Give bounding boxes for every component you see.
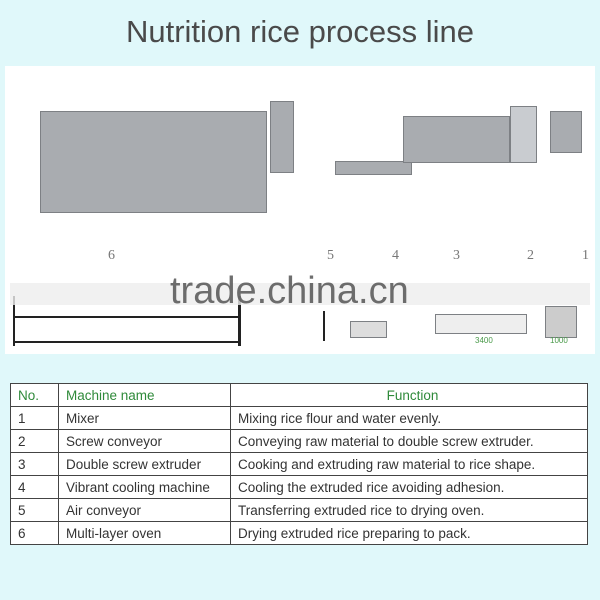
diagram-number: 2: [527, 248, 534, 263]
diagram-line: [13, 296, 15, 346]
header-no: No.: [10, 383, 59, 407]
diagram-number: 4: [392, 248, 399, 263]
cell-no: 5: [10, 498, 59, 522]
header-machine-name: Machine name: [58, 383, 231, 407]
diagram-number: 6: [108, 248, 115, 263]
cell-function: Mixing rice flour and water evenly.: [230, 406, 588, 430]
cell-function: Transferring extruded rice to drying ove…: [230, 498, 588, 522]
extruder-image: [403, 116, 510, 163]
cell-no: 4: [10, 475, 59, 499]
diagram-line: [238, 296, 241, 346]
cell-machine-name: Mixer: [58, 406, 231, 430]
cell-machine-name: Vibrant cooling machine: [58, 475, 231, 499]
diagram-mixer: [545, 306, 577, 338]
cell-machine-name: Multi-layer oven: [58, 521, 231, 545]
cell-function: Conveying raw material to double screw e…: [230, 429, 588, 453]
cell-machine-name: Screw conveyor: [58, 429, 231, 453]
cell-no: 3: [10, 452, 59, 476]
cell-no: 6: [10, 521, 59, 545]
dimension-label: 3400: [475, 336, 493, 345]
machine-photo-panel: 3400 1000: [5, 66, 595, 354]
mixer-image: [550, 111, 582, 153]
diagram-line: [13, 316, 238, 318]
watermark: trade.china.cn: [170, 270, 409, 312]
page-title: Nutrition rice process line: [125, 14, 475, 49]
dimension-label: 1000: [550, 336, 568, 345]
cell-no: 1: [10, 406, 59, 430]
diagram-line: [13, 341, 238, 343]
cell-machine-name: Air conveyor: [58, 498, 231, 522]
diagram-number: 5: [327, 248, 334, 263]
diagram-line: [323, 311, 325, 341]
header-function: Function: [230, 383, 588, 407]
cooling-conveyor-image: [335, 161, 412, 175]
cell-machine-name: Double screw extruder: [58, 452, 231, 476]
diagram-number: 3: [453, 248, 460, 263]
oven-feeder-image: [270, 101, 294, 173]
table-header-row: No. Machine name Function: [10, 383, 588, 407]
watermark-band: [10, 283, 590, 305]
diagram-hopper: [350, 321, 387, 338]
cell-function: Cooling the extruded rice avoiding adhes…: [230, 475, 588, 499]
multi-layer-oven-image: [40, 111, 267, 213]
cell-no: 2: [10, 429, 59, 453]
diagram-number: 1: [582, 248, 589, 263]
cell-function: Cooking and extruding raw material to ri…: [230, 452, 588, 476]
cell-function: Drying extruded rice preparing to pack.: [230, 521, 588, 545]
diagram-extruder: [435, 314, 527, 334]
control-cabinet-image: [510, 106, 537, 163]
